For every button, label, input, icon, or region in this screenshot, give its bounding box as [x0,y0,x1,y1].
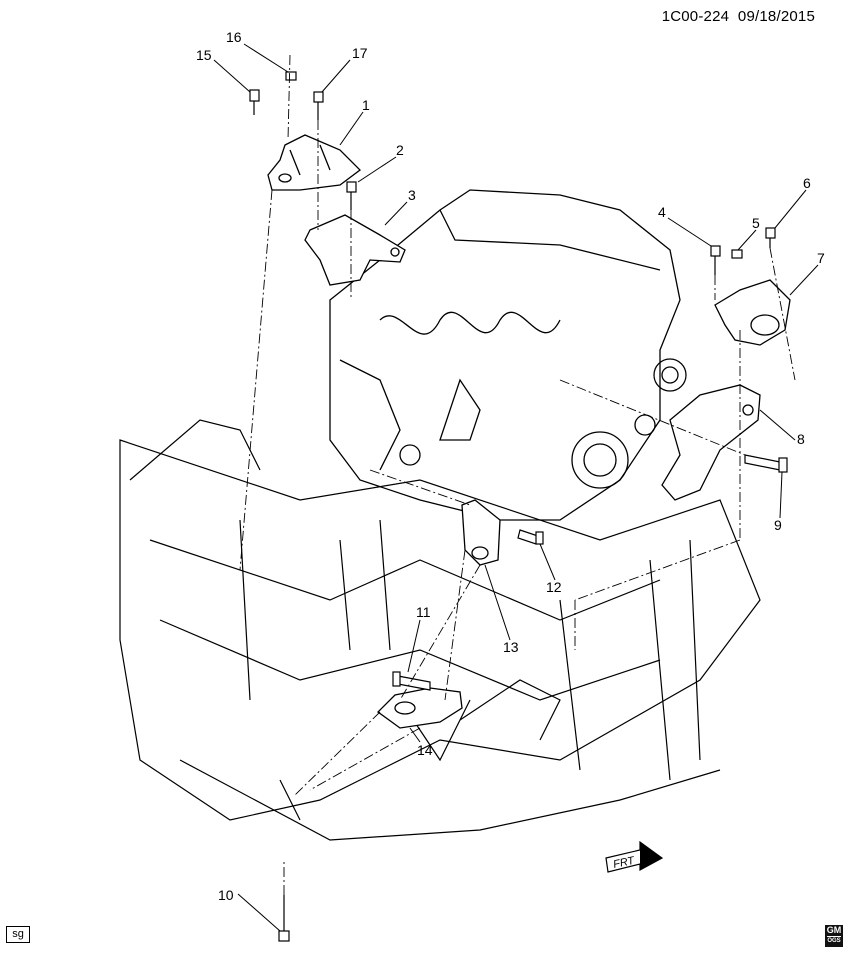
nut-5 [731,249,743,259]
callout-7: 7 [817,250,825,266]
leader-lines [213,43,819,932]
callout-8: 8 [797,431,805,447]
mount-1-assembly [267,134,361,191]
bracket-8 [661,384,761,501]
gm-logo-text: GM [826,925,842,935]
diagram-date: 09/18/2015 [737,8,815,25]
callout-10: 10 [218,887,234,903]
diagram-header: 1C00-224 09/18/2015 [662,8,815,25]
gm-logo: GM OGS [825,925,843,947]
callout-16: 16 [226,29,242,45]
callout-5: 5 [752,215,760,231]
bolt-4 [710,245,721,257]
bolt-10 [278,930,290,942]
bolt-11 [392,671,431,691]
small-bolts [249,71,776,942]
callout-17: 17 [352,45,368,61]
callout-15: 15 [196,47,212,63]
direction-label: FRT [612,855,636,871]
callout-14: 14 [417,742,433,758]
callout-12: 12 [546,579,562,595]
callout-13: 13 [503,639,519,655]
vehicle-frame [119,419,761,841]
mount-7-assembly [714,279,791,346]
bracket-13 [461,499,501,566]
engine-assembly [329,189,687,521]
diagram-code: 1C00-224 [661,8,730,25]
bolt-2 [346,181,357,193]
sg-badge: sg [6,926,30,943]
nut-16 [285,71,297,81]
bolt-12 [517,529,544,545]
callout-4: 4 [658,204,666,220]
bolt-9 [744,454,788,473]
callout-9: 9 [774,517,782,533]
gm-logo-subtext: OGS [827,936,841,944]
mount-14-assembly [377,687,463,729]
callout-labels: 16 15 17 1 2 3 4 5 6 7 8 9 12 11 13 14 1… [196,29,825,903]
front-direction-arrow: FRT [605,840,664,873]
bolt-15 [249,89,260,102]
alignment-lines [239,54,796,895]
bracket-3 [304,214,406,286]
bolt-6 [765,227,776,239]
callout-6: 6 [803,175,811,191]
bolt-17 [313,91,324,103]
callout-11: 11 [416,604,431,620]
callout-2: 2 [396,142,404,158]
callout-3: 3 [408,187,416,203]
callout-1: 1 [362,97,370,113]
